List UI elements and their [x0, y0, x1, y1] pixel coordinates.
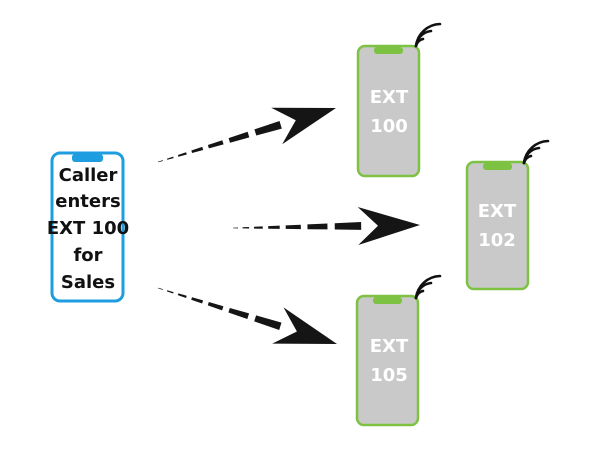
arrow-shaft-segment	[228, 131, 250, 143]
ext-105-label-line-2: 105	[370, 365, 408, 386]
arrow-shaft-segment	[166, 290, 174, 294]
arrow-head	[271, 107, 336, 145]
arrow-shaft-segment	[177, 152, 187, 157]
caller-text-line-3: EXT 100	[47, 218, 129, 239]
arrow-shaft-segment	[254, 121, 282, 136]
arrow-to-ext-105	[157, 287, 337, 344]
ext-100-label-line-1: EXT	[370, 87, 409, 108]
routing-arrows	[157, 107, 420, 344]
arrow-shaft-segment	[254, 315, 282, 330]
extension-phone-102: EXT 102	[465, 139, 550, 291]
ext-102-frame	[465, 160, 530, 291]
arrow-shaft-segment	[157, 287, 163, 290]
caller-phone: Caller enters EXT 100 for Sales	[47, 151, 129, 303]
arrow-to-ext-100	[157, 107, 336, 163]
extension-phone-105: EXT 105	[355, 274, 442, 427]
caller-text-line-2: enters	[55, 191, 120, 212]
extension-phone-100: EXT 100	[356, 22, 442, 178]
ext-100-frame	[356, 44, 421, 178]
ext-102-label-line-1: EXT	[478, 201, 517, 222]
arrow-shaft-segment	[207, 140, 224, 149]
wifi-signal-icon	[414, 274, 442, 300]
ext-100-notch	[374, 47, 403, 54]
arrow-head	[357, 207, 420, 245]
arrow-shaft-segment	[254, 226, 263, 229]
arrow-shaft-segment	[157, 160, 163, 163]
arrow-shaft-segment	[285, 224, 301, 230]
arrow-to-ext-102	[233, 207, 420, 245]
ext-102-notch	[483, 163, 512, 170]
ext-105-notch	[373, 297, 402, 304]
arrow-shaft-segment	[207, 302, 224, 311]
caller-text-line-1: Caller	[59, 165, 118, 186]
arrow-shaft-segment	[191, 146, 204, 153]
ext-100-label-line-2: 100	[370, 116, 408, 137]
arrow-shaft-segment	[242, 227, 250, 229]
caller-phone-notch	[72, 154, 103, 162]
wifi-signal-icon	[522, 139, 550, 165]
arrow-shaft-segment	[191, 297, 204, 304]
caller-text-line-5: Sales	[61, 272, 115, 293]
arrow-shaft-segment	[166, 156, 174, 160]
arrow-shaft-segment	[268, 225, 280, 229]
arrow-shaft-segment	[233, 227, 238, 229]
caller-phone-frame	[50, 151, 125, 303]
caller-text-line-4: for	[73, 245, 102, 266]
arrow-shaft-segment	[177, 293, 187, 298]
ext-102-label-line-2: 102	[478, 230, 516, 251]
wifi-signal-icon	[414, 22, 442, 48]
ext-105-label-line-1: EXT	[370, 336, 409, 357]
arrow-shaft-segment	[307, 223, 328, 230]
ext-105-frame	[355, 294, 420, 427]
arrow-shaft-segment	[228, 308, 250, 319]
arrow-head	[272, 307, 337, 344]
arrow-shaft-segment	[334, 222, 362, 230]
